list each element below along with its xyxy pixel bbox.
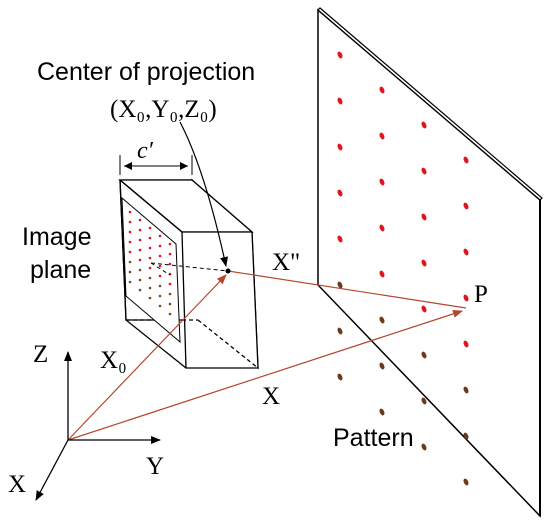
image-dot: [148, 286, 152, 290]
image-dot: [158, 304, 162, 308]
pattern-dot: [337, 51, 343, 59]
pattern-plane: [317, 7, 543, 518]
image-dot: [138, 228, 142, 232]
coordinate-axes: [35, 351, 161, 501]
projection-ray: [227, 270, 467, 309]
image-dot: [138, 248, 142, 252]
image-dot: [168, 312, 172, 316]
pattern-dot: [421, 213, 427, 221]
image-plane: [121, 196, 181, 344]
center-of-projection-label: Center of projection: [37, 58, 255, 86]
image-dot: [148, 226, 152, 230]
pattern-dot: [379, 86, 385, 94]
focal-length-dimension: [119, 155, 193, 175]
image-dot: [138, 278, 142, 282]
pattern-dot: [379, 362, 385, 370]
pattern-dot: [421, 167, 427, 175]
image-dot: [128, 240, 132, 244]
image-dot: [158, 244, 162, 248]
pattern-dot: [379, 132, 385, 140]
focal-length-label: c′: [137, 138, 154, 164]
inner-rays: [150, 262, 229, 276]
image-dot: [158, 254, 162, 258]
pattern-dot: [337, 97, 343, 105]
image-dot: [148, 256, 152, 260]
image-dot: [158, 274, 162, 278]
pattern-dot: [463, 386, 469, 394]
pattern-dots: [337, 51, 469, 486]
image-dot: [138, 238, 142, 242]
pattern-dot: [337, 235, 343, 243]
pattern-dot: [463, 248, 469, 256]
pattern-dot: [463, 156, 469, 164]
pattern-dot: [421, 351, 427, 359]
pattern-label: Pattern: [333, 424, 414, 452]
image-dot: [128, 230, 132, 234]
x-vector: [67, 309, 463, 441]
image-dot: [158, 284, 162, 288]
image-dot: [138, 258, 142, 262]
rays: [67, 270, 467, 441]
pattern-dot: [463, 340, 469, 348]
z-axis-label: Z: [33, 341, 48, 368]
pattern-dot: [421, 259, 427, 267]
pattern-dot: [463, 432, 469, 440]
pattern-dot: [337, 143, 343, 151]
pattern-dot: [463, 478, 469, 486]
pattern-dot: [379, 178, 385, 186]
x-double-prime-label: X": [272, 249, 300, 276]
image-dot: [168, 292, 172, 296]
pattern-dot: [379, 270, 385, 278]
image-dot: [138, 268, 142, 272]
image-dots: [128, 210, 172, 316]
projection-center-dot: [225, 268, 231, 274]
pattern-dot: [379, 224, 385, 232]
pattern-dot: [463, 294, 469, 302]
image-dot: [128, 270, 132, 274]
point-p-label: P: [474, 281, 488, 308]
x-vector-label: X: [262, 383, 280, 410]
pattern-dot: [421, 397, 427, 405]
image-dot: [158, 264, 162, 268]
plane-label: plane: [30, 256, 91, 284]
pattern-dot: [421, 305, 427, 313]
pattern-dot: [379, 408, 385, 416]
image-dot: [128, 260, 132, 264]
pattern-dot: [421, 121, 427, 129]
image-dot: [138, 288, 142, 292]
image-dot: [148, 296, 152, 300]
x-axis-label: X: [8, 471, 26, 498]
image-dot: [148, 266, 152, 270]
center-coordinates-label: (X₀,Y₀,Z₀): [110, 96, 217, 123]
image-dot: [168, 262, 172, 266]
y-axis-label: Y: [146, 453, 164, 480]
image-dot: [148, 236, 152, 240]
image-dot: [128, 210, 132, 214]
center-pointer-arrow: [179, 121, 228, 267]
image-dot: [168, 252, 172, 256]
pattern-dot: [337, 327, 343, 335]
x-axis: [35, 439, 69, 501]
image-dot: [168, 242, 172, 246]
x0-label: X₀: [100, 347, 127, 374]
image-dot: [158, 234, 162, 238]
image-dot: [168, 302, 172, 306]
pattern-dot: [337, 281, 343, 289]
image-dot: [158, 294, 162, 298]
image-dot: [128, 220, 132, 224]
image-dot: [168, 282, 172, 286]
pattern-dot: [337, 373, 343, 381]
pattern-dot: [379, 316, 385, 324]
image-dot: [128, 280, 132, 284]
image-label: Image: [22, 223, 91, 251]
image-dot: [148, 246, 152, 250]
image-dot: [138, 218, 142, 222]
pattern-dot: [337, 189, 343, 197]
image-dot: [128, 250, 132, 254]
image-dot: [148, 276, 152, 280]
pattern-dot: [421, 443, 427, 451]
x0-vector: [67, 274, 227, 441]
pattern-dot: [463, 202, 469, 210]
